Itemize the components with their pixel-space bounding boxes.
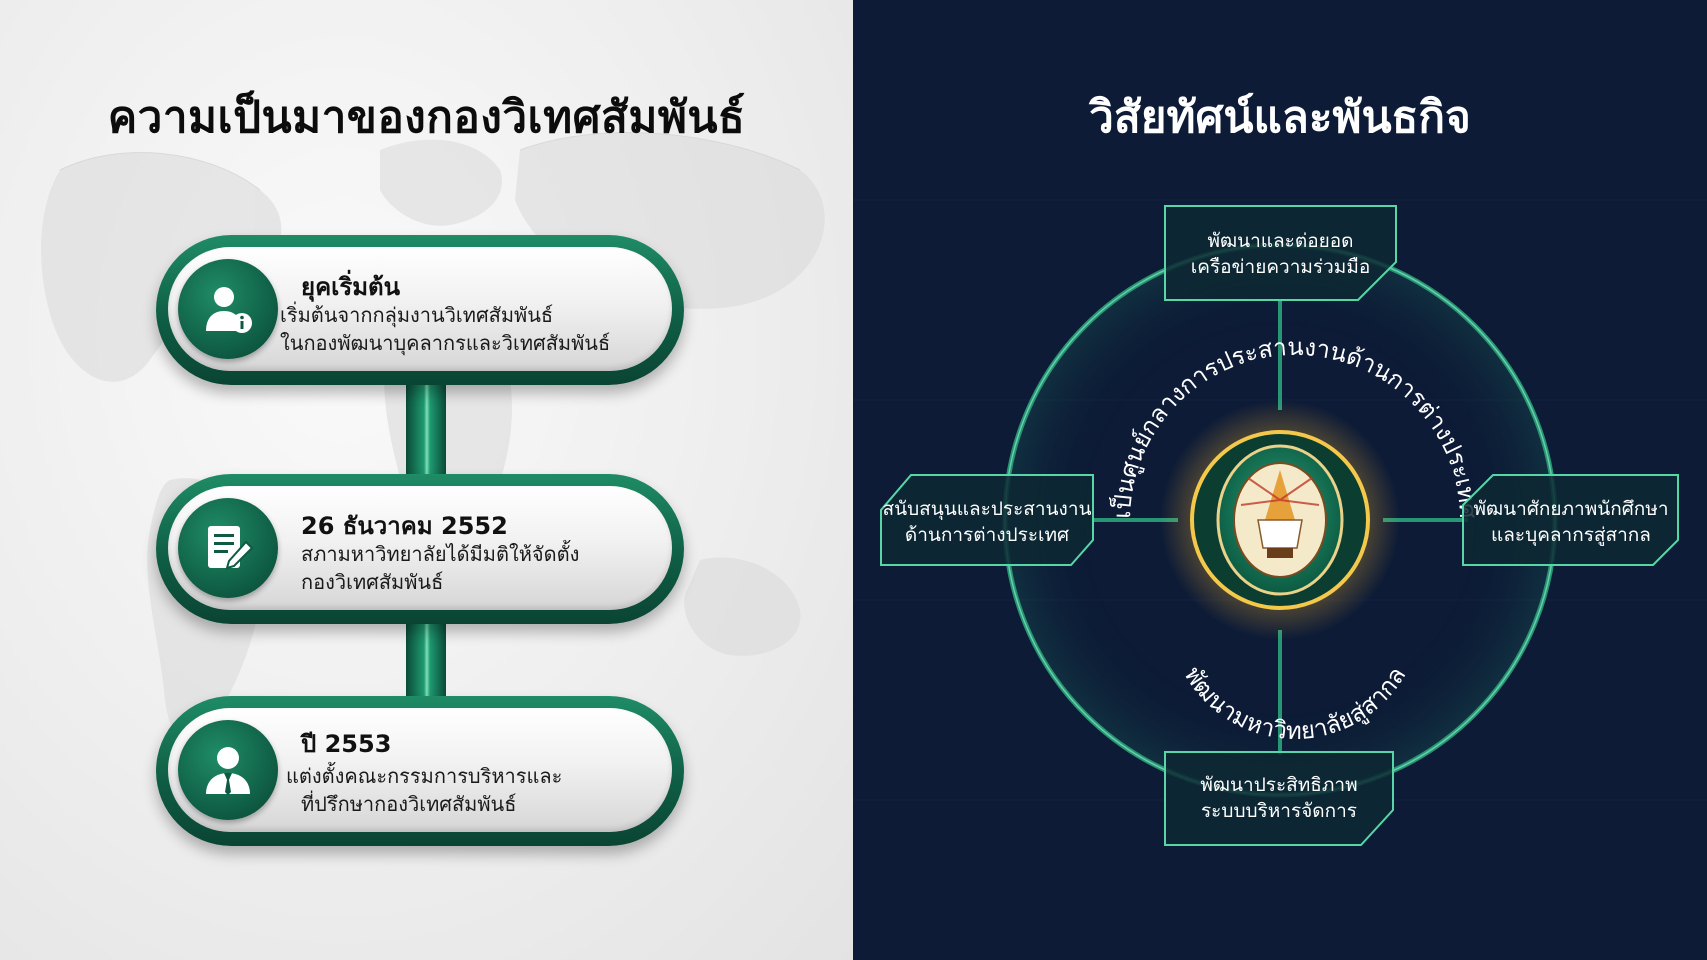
seal-emblem	[1240, 470, 1320, 558]
timeline-connector	[406, 375, 446, 475]
timeline-item: ปี 2553 แต่งตั้งคณะกรรมการบริหารและ ที่ป…	[156, 696, 684, 846]
mission-top-text: พัฒนาและต่อยอด เครือข่ายความร่วมมือ	[1190, 230, 1371, 278]
timeline-item: ยุคเริ่มต้น เริ่มต้นจากกลุ่มงานวิเทศสัมพ…	[156, 235, 684, 385]
mission-box-bottom	[1164, 751, 1394, 846]
timeline-item-text: เริ่มต้นจากกลุ่มงานวิเทศสัมพันธ์	[280, 303, 554, 327]
document-edit-icon	[178, 498, 278, 598]
timeline-item-title: ปี 2553	[301, 730, 392, 758]
timeline-item-text: แต่งตั้งคณะกรรมการบริหารและ	[286, 764, 563, 788]
timeline-item-text: ที่ปรึกษากองวิเทศสัมพันธ์	[301, 792, 517, 816]
user-info-icon	[178, 259, 278, 359]
timeline-item-text: ในกองพัฒนาบุคลากรและวิเทศสัมพันธ์	[280, 331, 611, 355]
mission-box-right	[1462, 474, 1679, 566]
vision-mission-title: วิสัยทัศน์และพันธกิจ	[1089, 92, 1471, 143]
mission-box-top	[1164, 205, 1397, 301]
mission-right-text: พัฒนาศักยภาพนักศึกษา และบุคลากรสู่สากล	[1473, 498, 1669, 546]
mission-left-text: สนับสนุนและประสานงาน ด้านการต่างประเทศ	[882, 498, 1092, 546]
history-panel: ความเป็นมาของกองวิเทศสัมพันธ์ ยุคเริ่มต้…	[0, 0, 853, 960]
history-title: ความเป็นมาของกองวิเทศสัมพันธ์	[107, 92, 746, 143]
timeline-item: 26 ธันวาคม 2552 สภามหาวิทยาลัยได้มีมติให…	[156, 474, 684, 624]
timeline-item-text: กองวิเทศสัมพันธ์	[301, 570, 444, 594]
timeline-item-title: ยุคเริ่มต้น	[301, 273, 401, 301]
vision-mission-diagram: เป็นศูนย์กลางการประสานงานด้านการต่างประเ…	[853, 199, 1707, 846]
timeline-connector	[406, 615, 446, 703]
timeline-item-text: สภามหาวิทยาลัยได้มีมติให้จัดตั้ง	[301, 542, 580, 566]
businessman-icon	[178, 720, 278, 820]
timeline-item-title: 26 ธันวาคม 2552	[301, 512, 508, 540]
mission-bottom-text: พัฒนาประสิทธิภาพ ระบบบริหารจัดการ	[1200, 774, 1358, 822]
mission-box-left	[880, 474, 1094, 566]
vision-mission-panel: เป็นศูนย์กลางการประสานงานด้านการต่างประเ…	[853, 0, 1707, 960]
